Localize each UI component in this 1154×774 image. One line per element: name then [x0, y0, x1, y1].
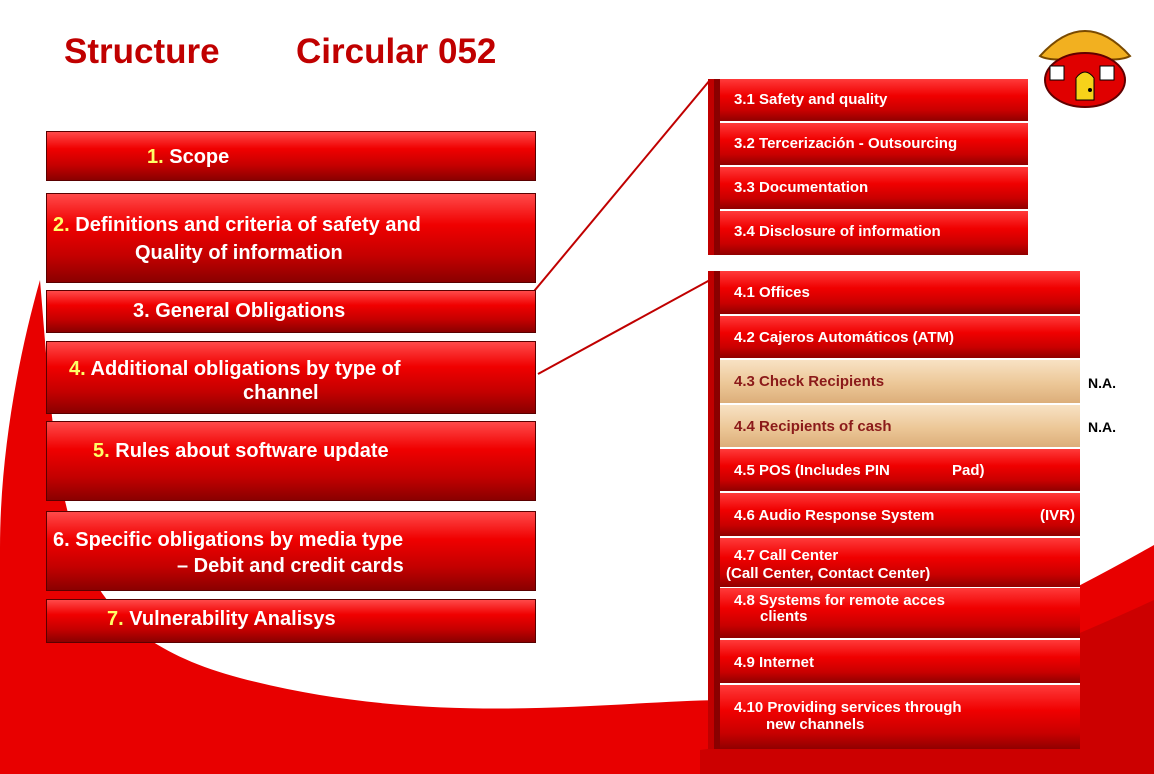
- item-label-line-1: Definitions and criteria of safety and: [75, 214, 421, 236]
- left-item-4-additional-obligations: 4. Additional obligations by type of cha…: [46, 341, 536, 414]
- item-label: 3.4 Disclosure of information: [734, 223, 941, 240]
- item-label-1: 4.6 Audio Response System: [734, 507, 935, 524]
- title-right: Circular 052: [296, 32, 497, 71]
- section-3-item-4: 3.4 Disclosure of information: [720, 211, 1028, 255]
- section-4-item-5: 4.5 POS (Includes PIN Pad): [720, 449, 1080, 493]
- item-label-line-1: 6. Specific obligations by media type: [53, 529, 404, 551]
- item-label: 4.4 Recipients of cash: [734, 418, 892, 435]
- item-label-1: 4.10 Providing services through: [734, 699, 962, 716]
- item-label: Vulnerability Analisys: [129, 608, 336, 630]
- item-number: 7.: [107, 608, 124, 630]
- item-label: 3.3 Documentation: [734, 179, 869, 196]
- section-4-item-9: 4.9 Internet: [720, 640, 1080, 685]
- na-label-4-3: N.A.: [1088, 375, 1116, 391]
- section-3-item-2: 3.2 Tercerización - Outsourcing: [720, 123, 1028, 167]
- item-label-line-2: channel: [243, 382, 319, 404]
- left-item-6-specific-obligations: 6. Specific obligations by media type – …: [46, 511, 536, 591]
- section-3-item-1: 3.1 Safety and quality: [720, 79, 1028, 123]
- item-label: 3. General Obligations: [133, 300, 346, 322]
- section-4-item-8: 4.8 Systems for remote acces clients: [720, 588, 1080, 640]
- item-label: 3.1 Safety and quality: [734, 91, 888, 108]
- item-label-1: 4.5 POS (Includes PIN: [734, 462, 890, 479]
- section-4-item-6: 4.6 Audio Response System (IVR): [720, 493, 1080, 538]
- title-left: Structure: [64, 32, 220, 71]
- section-3-panel: 3.1 Safety and quality 3.2 Tercerización…: [708, 79, 1028, 255]
- item-label-1: 4.7 Call Center: [734, 547, 839, 564]
- left-item-7-vulnerability: 7. Vulnerability Analisys: [46, 599, 536, 643]
- item-label: 4.2 Cajeros Automáticos (ATM): [734, 329, 955, 346]
- left-item-5-software-update: 5. Rules about software update: [46, 421, 536, 501]
- section-4-item-2: 4.2 Cajeros Automáticos (ATM): [720, 316, 1080, 360]
- section-4-item-4: 4.4 Recipients of cash: [720, 405, 1080, 449]
- section-4-item-3: 4.3 Check Recipients: [720, 360, 1080, 405]
- section-4-item-7: 4.7 Call Center (Call Center, Contact Ce…: [720, 538, 1080, 588]
- item-label-2: Pad): [952, 462, 985, 479]
- item-label-line-1: Additional obligations by type of: [90, 358, 401, 380]
- item-number: 2.: [53, 214, 70, 236]
- section-3-item-3: 3.3 Documentation: [720, 167, 1028, 211]
- item-number: 5.: [93, 440, 110, 462]
- item-label: 3.2 Tercerización - Outsourcing: [734, 135, 958, 152]
- item-label: 4.9 Internet: [734, 654, 815, 671]
- item-label-line-2: – Debit and credit cards: [177, 555, 404, 577]
- item-label: Rules about software update: [115, 440, 389, 462]
- na-label-4-4: N.A.: [1088, 419, 1116, 435]
- house-mascot-logo: [1038, 30, 1132, 108]
- item-label-2: new channels: [766, 716, 865, 733]
- item-label-line-2: Quality of information: [135, 242, 343, 264]
- section-4-panel: 4.1 Offices 4.2 Cajeros Automáticos (ATM…: [708, 271, 1080, 749]
- left-item-1-scope: 1. Scope: [46, 131, 536, 181]
- item-number: 1.: [147, 146, 164, 168]
- item-label-1: 4.8 Systems for remote acces: [734, 592, 945, 609]
- left-item-3-general-obligations: 3. General Obligations: [46, 290, 536, 333]
- left-item-2-definitions: 2. Definitions and criteria of safety an…: [46, 193, 536, 283]
- section-4-item-10: 4.10 Providing services through new chan…: [720, 685, 1080, 749]
- item-label-2: (Call Center, Contact Center): [726, 565, 931, 582]
- item-label-2: clients: [760, 608, 808, 625]
- item-number: 4.: [69, 358, 86, 380]
- item-label: Scope: [169, 146, 230, 168]
- item-label: 4.1 Offices: [734, 284, 810, 301]
- item-label: 4.3 Check Recipients: [734, 373, 885, 390]
- item-label-2: (IVR): [1040, 507, 1075, 524]
- section-4-item-1: 4.1 Offices: [720, 271, 1080, 316]
